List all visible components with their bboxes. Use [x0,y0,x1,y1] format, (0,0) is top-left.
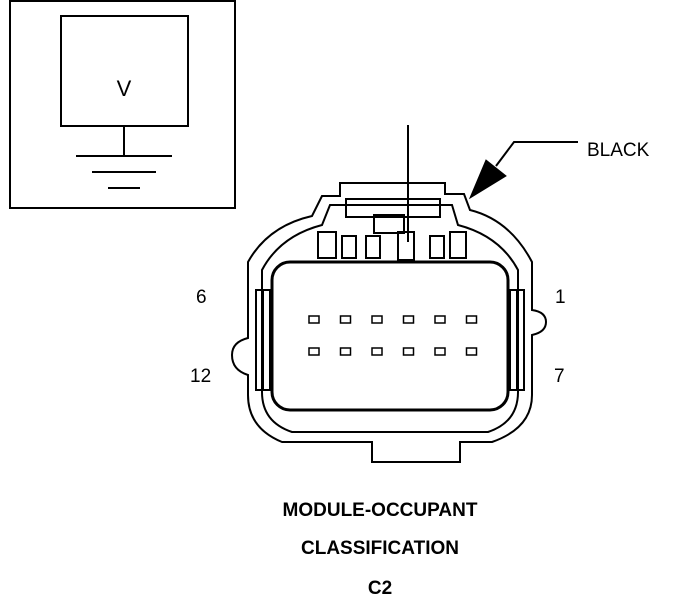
connector-title-line-3: C2 [367,578,393,599]
connector-pin [434,347,446,356]
connector-title-line-1: MODULE-OCCUPANT [282,500,478,521]
connector-pin [339,315,352,324]
callout-leader-line [495,141,578,167]
pin-label-bottom-right: 7 [554,366,565,387]
latch-tab [373,214,405,234]
color-callout: BLACK [468,140,650,200]
connector-title-line-2: CLASSIFICATION [301,538,459,559]
connector-pin [402,347,415,356]
connector-color-label: BLACK [587,140,650,161]
pin-cavity [270,260,510,412]
connector-pin [371,347,383,356]
voltmeter-frame [9,0,236,209]
ground-icon [76,126,172,189]
pin-grid [308,315,478,356]
latch-housing [345,198,441,218]
connector-inner-shell [261,204,519,433]
connector-outer-shell [230,182,548,463]
side-lock-ribs [255,289,525,391]
pin-label-top-left: 6 [196,287,207,308]
callout-arrow-icon [468,159,507,200]
voltmeter-icon [60,15,189,127]
connector-pin [308,315,320,324]
pin-label-top-right: 1 [555,287,566,308]
connector-pin [465,315,478,324]
voltmeter-symbol: V [117,76,132,101]
pin-label-bottom-left: 12 [190,366,211,387]
connector-pin [402,315,415,324]
connector-pin [434,315,446,324]
connector-pin [371,315,383,324]
connector-pin [465,347,478,356]
connector-face [230,182,548,463]
top-terminal-tabs [317,231,467,261]
voltmeter-panel: V [9,0,236,209]
connector-pin [308,347,320,356]
connector-pin [339,347,352,356]
